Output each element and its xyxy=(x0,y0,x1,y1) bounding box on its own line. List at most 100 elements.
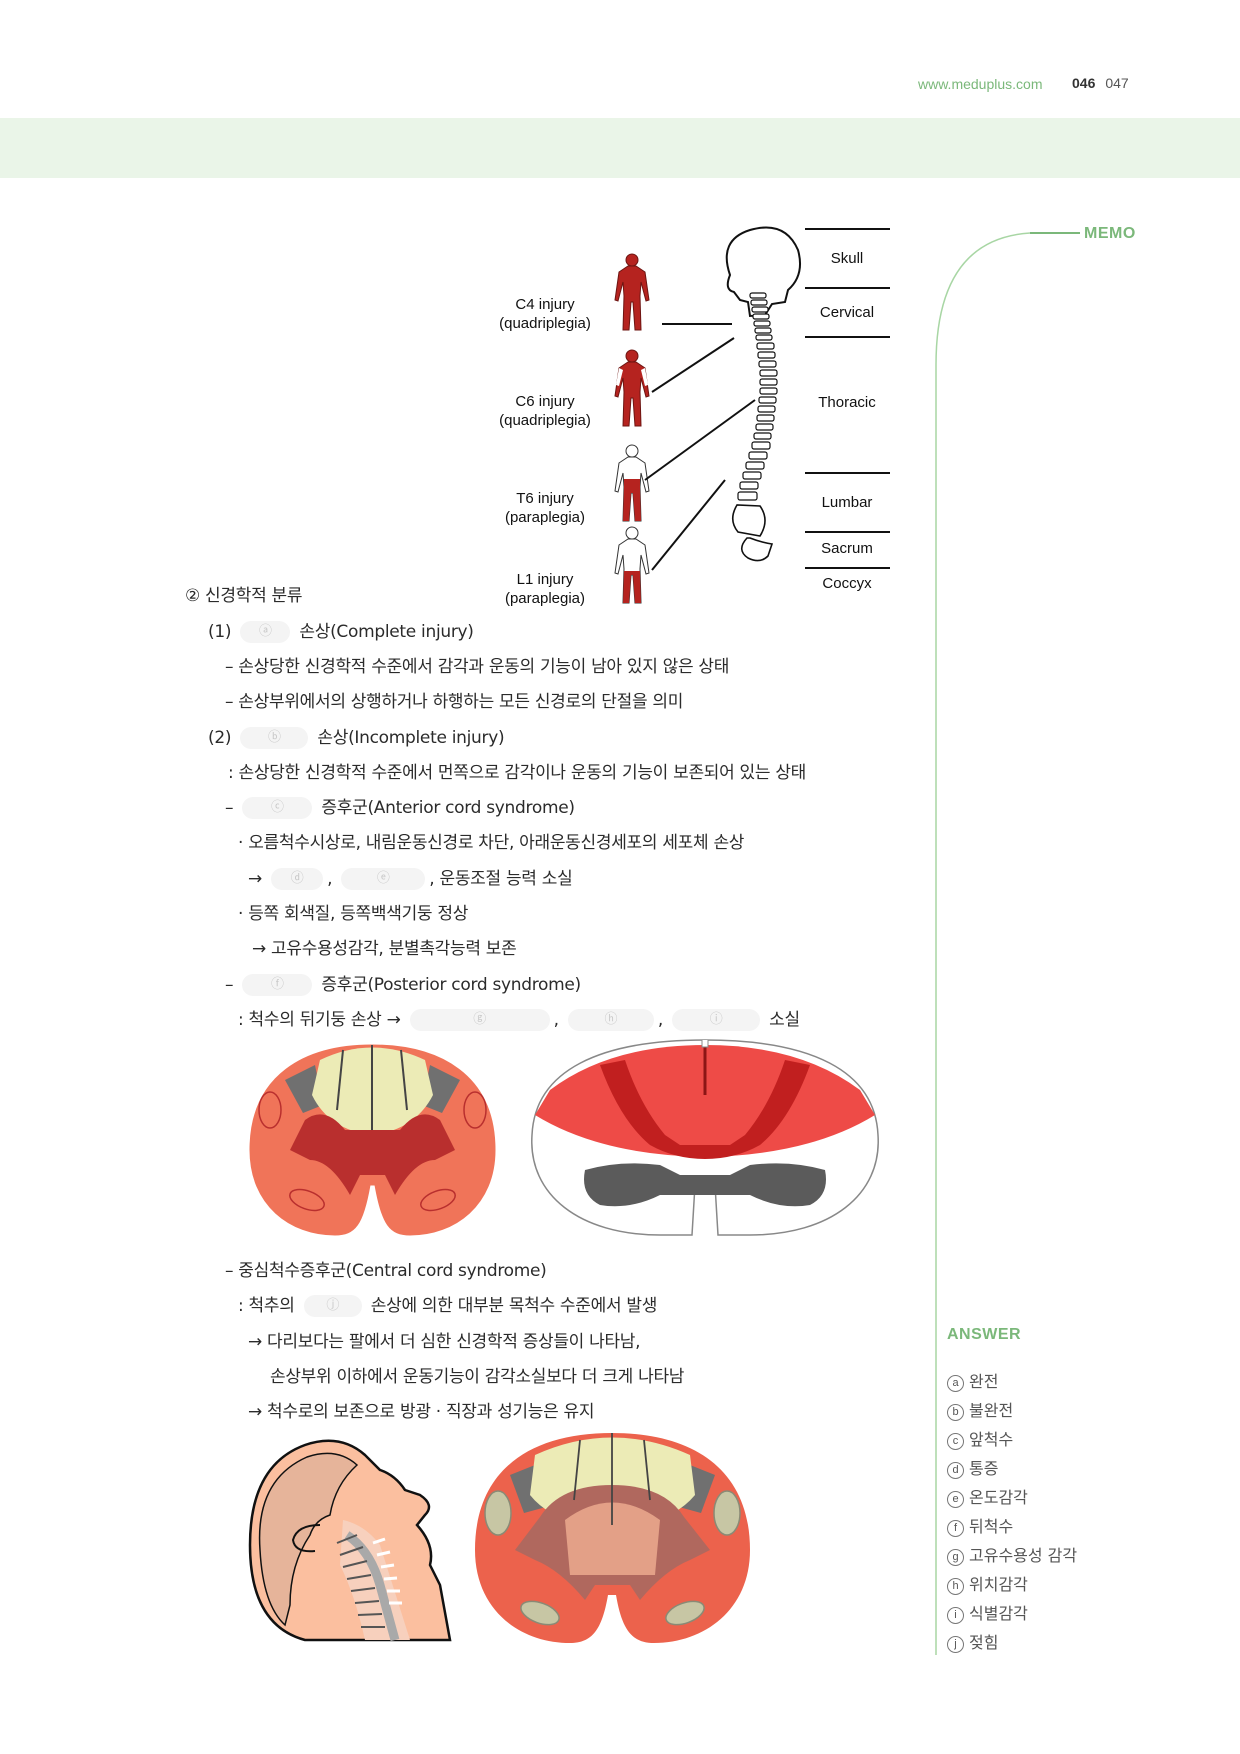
injury-name: L1 injury xyxy=(516,571,574,588)
incomplete-label: 손상(Incomplete injury) xyxy=(317,728,505,748)
injury-l1-label: L1 injury (paraplegia) xyxy=(480,570,610,608)
memo-rule xyxy=(1030,232,1080,234)
comma: , xyxy=(657,1010,663,1030)
central-line-3: 손상부위 이하에서 운동기능이 감각소실보다 더 크게 나타남 xyxy=(270,1367,685,1387)
sacrum-drawing xyxy=(731,504,766,537)
spinal-cord-cross-section-anterior xyxy=(531,1039,879,1236)
injury-t6-label: T6 injury (paraplegia) xyxy=(480,489,610,527)
answer-title: ANSWER xyxy=(947,1326,1022,1343)
blank-h: ⓗ xyxy=(567,1009,654,1031)
item-number: (2) xyxy=(208,728,232,748)
posterior-heading: – ⓕ 증후군(Posterior cord syndrome) xyxy=(225,970,581,996)
dash: – xyxy=(225,975,234,995)
blank-c: ⓒ xyxy=(242,797,313,819)
answer-mark: c xyxy=(947,1433,964,1450)
blank-d: ⓓ xyxy=(271,868,324,890)
answer-text: 통증 xyxy=(969,1459,999,1478)
blank-a: ⓐ xyxy=(240,621,291,643)
injury-type: (quadriplegia) xyxy=(499,315,591,332)
section-title: ② 신경학적 분류 xyxy=(185,586,303,606)
page-right: 047 xyxy=(1105,75,1129,91)
item-number: (1) xyxy=(208,622,232,642)
anterior-line-2-tail: , 운동조절 능력 소실 xyxy=(429,869,573,889)
answer-mark: h xyxy=(947,1578,964,1595)
answer-mark: f xyxy=(947,1520,964,1537)
central-line-1-head: : 척추의 xyxy=(238,1296,295,1316)
body-figure-c4 xyxy=(614,253,650,331)
body-figure-l1 xyxy=(614,526,650,604)
blank-f: ⓕ xyxy=(242,974,313,996)
answer-text: 온도감각 xyxy=(969,1488,1028,1507)
answer-mark: i xyxy=(947,1607,964,1624)
answer-item: a 완전 xyxy=(947,1368,998,1392)
header-band xyxy=(0,118,1240,178)
comma: , xyxy=(553,1010,559,1030)
central-line-2: → 다리보다는 팔에서 더 심한 신경학적 증상들이 나타남, xyxy=(248,1332,641,1352)
answer-text: 앞척수 xyxy=(969,1430,1014,1449)
injury-name: C4 injury xyxy=(515,296,575,313)
region-lumbar: Lumbar xyxy=(821,494,873,511)
central-line-4: → 척수로의 보존으로 방광 · 직장과 성기능은 유지 xyxy=(248,1402,595,1422)
page-numbers: 046 047 xyxy=(1072,75,1129,91)
posterior-label: 증후군(Posterior cord syndrome) xyxy=(321,975,581,995)
region-cervical: Cervical xyxy=(819,304,875,321)
vertebral-column xyxy=(737,292,778,501)
page-left: 046 xyxy=(1072,75,1096,91)
injury-name: C6 injury xyxy=(515,393,575,410)
complete-label: 손상(Complete injury) xyxy=(299,622,474,642)
answer-text: 뒤척수 xyxy=(969,1517,1014,1536)
answer-mark: j xyxy=(947,1636,964,1653)
injury-c6-label: C6 injury (quadriplegia) xyxy=(480,392,610,430)
answer-item: j 젖힘 xyxy=(947,1629,998,1653)
blank-i: ⓘ xyxy=(672,1009,761,1031)
anterior-line-2: → ⓓ, ⓔ, 운동조절 능력 소실 xyxy=(248,864,573,890)
site-url: www.meduplus.com xyxy=(918,76,1043,92)
answer-item: d 통증 xyxy=(947,1455,998,1479)
injury-name: T6 injury xyxy=(516,490,574,507)
complete-injury-heading: (1) ⓐ 손상(Complete injury) xyxy=(208,617,474,643)
answer-text: 젖힘 xyxy=(969,1633,999,1652)
spine-injury-diagram xyxy=(614,226,890,604)
anterior-heading: – ⓒ 증후군(Anterior cord syndrome) xyxy=(225,793,575,819)
answer-text: 위치감각 xyxy=(969,1575,1028,1594)
neck-hyperextension-illustration xyxy=(248,1439,452,1642)
central-line-1: : 척추의 ⓙ 손상에 의한 대부분 목척수 수준에서 발생 xyxy=(238,1291,657,1317)
incomplete-desc: : 손상당한 신경학적 수준에서 먼쪽으로 감각이나 운동의 기능이 보존되어 … xyxy=(228,763,807,783)
region-coccyx: Coccyx xyxy=(822,575,872,592)
anterior-line-3: · 등쪽 회색질, 등쪽백색기둥 정상 xyxy=(238,904,469,924)
arrow: → xyxy=(248,869,262,889)
answer-text: 불완전 xyxy=(969,1401,1014,1420)
posterior-line: : 척수의 뒤기둥 손상 → ⓖ, ⓗ, ⓘ 소실 xyxy=(238,1005,800,1031)
anterior-label: 증후군(Anterior cord syndrome) xyxy=(321,798,575,818)
answer-item: h 위치감각 xyxy=(947,1571,1028,1595)
skull-drawing xyxy=(725,226,801,318)
blank-e: ⓔ xyxy=(341,868,426,890)
complete-line-1: – 손상당한 신경학적 수준에서 감각과 운동의 기능이 남아 있지 않은 상태 xyxy=(225,657,730,677)
complete-line-2: – 손상부위에서의 상행하거나 하행하는 모든 신경로의 단절을 의미 xyxy=(225,692,684,712)
blank-j: ⓙ xyxy=(303,1295,362,1317)
coccyx-drawing xyxy=(740,537,774,562)
posterior-line-tail: 소실 xyxy=(769,1010,800,1030)
answer-mark: a xyxy=(947,1375,964,1392)
answer-mark: d xyxy=(947,1462,964,1479)
answer-mark: g xyxy=(947,1549,964,1566)
spinal-cord-cross-section-central xyxy=(475,1433,750,1643)
spinal-cord-cross-section-posterior xyxy=(249,1044,496,1236)
answer-text: 완전 xyxy=(969,1372,999,1391)
posterior-line-head: : 척수의 뒤기둥 손상 → xyxy=(238,1010,401,1030)
incomplete-injury-heading: (2) ⓑ 손상(Incomplete injury) xyxy=(208,723,505,749)
injury-c4-label: C4 injury (quadriplegia) xyxy=(480,295,610,333)
memo-margin-line xyxy=(935,232,1031,1655)
dash: – xyxy=(225,798,234,818)
answer-item: f 뒤척수 xyxy=(947,1513,1013,1537)
anterior-line-1: · 오름척수시상로, 내림운동신경로 차단, 아래운동신경세포의 세포체 손상 xyxy=(238,833,745,853)
injury-type: (paraplegia) xyxy=(504,509,586,526)
answer-mark: b xyxy=(947,1404,964,1421)
injury-type: (quadriplegia) xyxy=(499,412,591,429)
injury-type: (paraplegia) xyxy=(504,590,586,607)
blank-b: ⓑ xyxy=(240,727,309,749)
comma: , xyxy=(327,869,333,889)
